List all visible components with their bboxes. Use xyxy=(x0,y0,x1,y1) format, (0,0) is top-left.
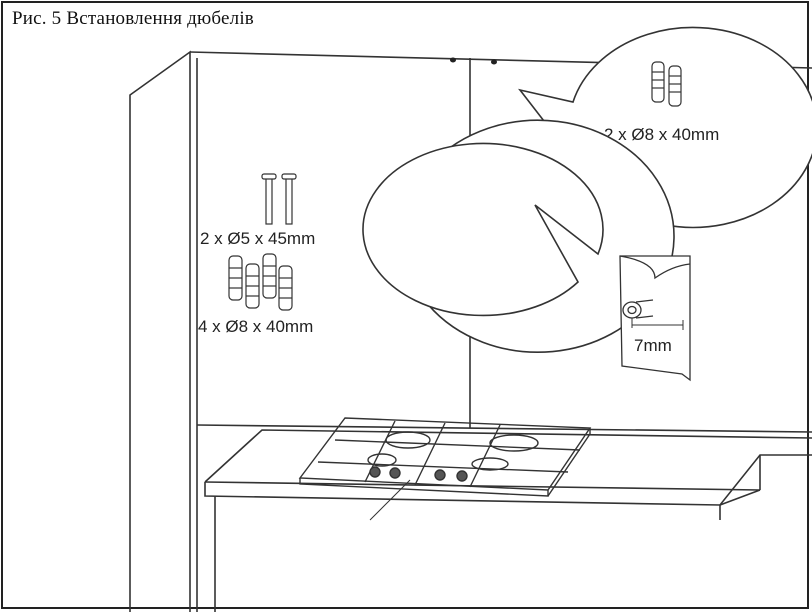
depth-spec: 7mm xyxy=(634,336,672,355)
gas-hob xyxy=(298,417,592,521)
plug-spec-left: 4 x Ø8 x 40mm xyxy=(198,317,313,336)
wall-plug-icon xyxy=(228,253,293,311)
panel-detail xyxy=(619,255,691,382)
plug-spec-right: 2 x Ø8 x 40mm xyxy=(604,125,719,144)
countertop xyxy=(204,429,812,612)
screw-icon xyxy=(261,173,297,225)
callout-detail: 7mm xyxy=(362,142,691,382)
figure-title: Рис. 5 Встановлення дюбелів xyxy=(12,8,254,29)
screw-spec: 2 x Ø5 x 45mm xyxy=(200,229,315,248)
wall-plug-icon xyxy=(651,61,682,107)
